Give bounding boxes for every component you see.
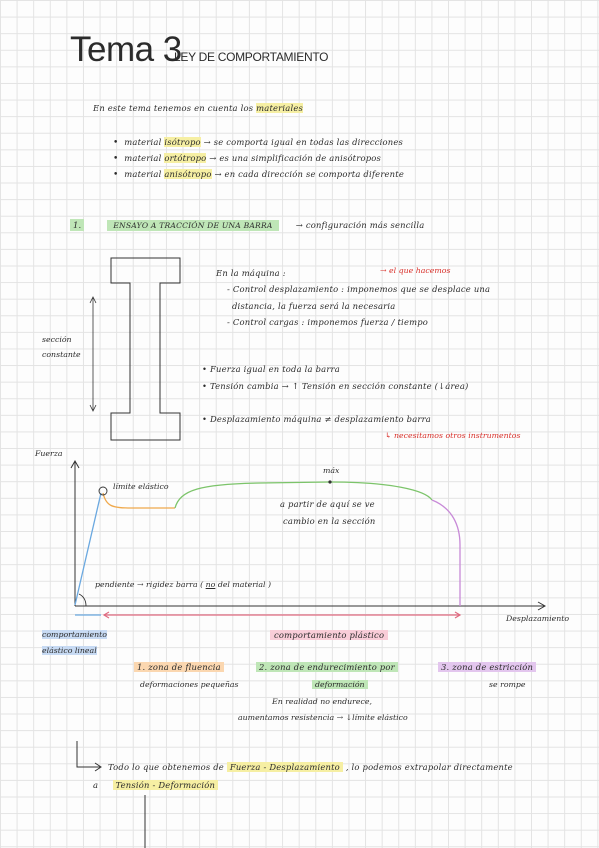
chart-slope-note: pendiente → rigidez barra ( no del mater…: [95, 580, 272, 589]
bar-note-force: • Fuerza igual en toda la barra: [202, 364, 340, 374]
section-title: ENSAYO A TRACCIÓN DE UNA BARRA: [107, 220, 279, 231]
plastic-range-left-arrow: [102, 611, 110, 619]
zone-estriccion-sub: se rompe: [489, 680, 526, 689]
material-prefix: material: [124, 153, 162, 163]
arrow-head-up: [89, 296, 97, 304]
zone-endurecimiento-sub-wrap: deformación: [312, 680, 368, 689]
curve-yield: [102, 492, 175, 509]
summary-line-2: a Tensión - Deformación: [93, 780, 219, 790]
chart-section-change-1: a partir de aquí se ve: [280, 499, 375, 509]
summary-text-b: , lo podemos extrapolar directamente: [345, 762, 513, 772]
summary-highlight-2: Tensión - Deformación: [112, 780, 219, 790]
material-desc: → se comporta igual en todas las direcci…: [203, 137, 404, 147]
slope-note-underlined: no: [205, 580, 216, 589]
material-item-ortotropo: • material ortótropo → es una simplifica…: [113, 153, 381, 164]
behavior-elastic-2: elástico lineal: [42, 646, 97, 655]
material-highlight: ortótropo: [164, 153, 207, 163]
behavior-plastic-text: comportamiento plástico: [270, 630, 389, 640]
curve-necking: [431, 499, 461, 606]
bar-specimen: [110, 257, 181, 441]
zone-endurecimiento-label: 2. zona de endurecimiento por: [256, 662, 398, 672]
slope-angle-arc: [78, 593, 87, 607]
summary-text-c: a: [93, 780, 99, 790]
material-item-anisotropo: • material anisótropo → en cada direcció…: [113, 169, 404, 180]
y-axis-arrow: [70, 459, 80, 469]
section-1-heading: 1. ENSAYO A TRACCIÓN DE UNA BARRA → conf…: [70, 219, 425, 231]
plastic-range-right-arrow: [454, 611, 462, 619]
machine-item-displacement-cont: distancia, la fuerza será la necesaria: [232, 301, 396, 311]
zone-estriccion: 3. zona de estricción: [438, 662, 537, 672]
machine-heading: En la máquina :: [216, 268, 286, 278]
zone-endurecimiento-sub: deformación: [312, 680, 368, 689]
zone-note-2: aumentamos resistencia → ↓límite elástic…: [238, 713, 408, 722]
bullet-icon: •: [113, 154, 119, 164]
material-prefix: material: [124, 169, 162, 179]
behavior-elastic-text-2: elástico lineal: [42, 646, 97, 655]
zone-fluencia: 1. zona de fluencia: [134, 662, 224, 672]
chart-x-label: Desplazamiento: [506, 614, 570, 623]
page-title: Tema 3: [70, 30, 182, 69]
arrow-head-down: [89, 404, 97, 412]
chart-section-change-2: cambio en la sección: [283, 516, 376, 526]
intro-text: En este tema tenemos en cuenta los: [93, 103, 254, 113]
material-highlight: anisótropo: [164, 169, 212, 179]
bar-section-label-2: constante: [42, 350, 81, 359]
zone-fluencia-sub: deformaciones pequeñas: [140, 680, 239, 689]
chart-elastic-limit-label: límite elástico: [113, 482, 169, 491]
chart-max-label: máx: [323, 466, 340, 475]
material-item-isotropo: • material isótropo → se comporta igual …: [113, 137, 403, 148]
summary-arrow: [76, 741, 100, 768]
section-note: → configuración más sencilla: [295, 220, 425, 230]
behavior-elastic-1: comportamiento: [42, 630, 107, 639]
bar-section-label-1: sección: [42, 335, 72, 344]
x-axis-arrow: [537, 601, 547, 611]
intro-line: En este tema tenemos en cuenta los mater…: [93, 103, 303, 113]
zone-note-1: En realidad no endurece,: [272, 697, 372, 706]
summary-line-1: Todo lo que obtenemos de Fuerza - Despla…: [108, 762, 513, 772]
summary-text-a: Todo lo que obtenemos de: [108, 762, 224, 772]
bullet-icon: •: [113, 170, 119, 180]
material-prefix: material: [124, 137, 162, 147]
section-number: 1.: [70, 219, 85, 231]
material-highlight: isótropo: [164, 137, 201, 147]
bar-note-stress: • Tensión cambia → ↑ Tensión en sección …: [202, 381, 469, 391]
summary-highlight-1: Fuerza - Desplazamiento: [226, 762, 343, 772]
machine-red-note: → el que hacemos: [380, 266, 451, 275]
page-subtitle: LEY DE COMPORTAMIENTO: [174, 50, 329, 64]
bullet-icon: •: [113, 138, 119, 148]
chart-y-label: Fuerza: [35, 449, 63, 458]
summary-arrow-head: [94, 762, 102, 772]
max-marker: [328, 480, 332, 484]
machine-item-displacement: - Control desplazamiento : imponemos que…: [227, 284, 491, 294]
behavior-elastic-text-1: comportamiento: [42, 630, 107, 639]
zone-estriccion-label: 3. zona de estricción: [438, 662, 537, 672]
bar-red-note: ↳ necesitamos otros instrumentos: [385, 431, 521, 440]
intro-highlight: materiales: [256, 103, 303, 113]
zone-endurecimiento: 2. zona de endurecimiento por: [256, 662, 398, 672]
behavior-plastic: comportamiento plástico: [270, 630, 389, 640]
bar-note-displacement: • Desplazamiento máquina ≠ desplazamient…: [202, 414, 431, 424]
material-desc: → es una simplificación de anisótropos: [209, 153, 381, 163]
curve-elastic: [74, 492, 102, 606]
machine-item-load: - Control cargas : imponemos fuerza / ti…: [227, 317, 429, 327]
zone-fluencia-label: 1. zona de fluencia: [134, 662, 224, 672]
elastic-limit-marker: [98, 486, 108, 496]
material-desc: → en cada dirección se comporta diferent…: [214, 169, 404, 179]
